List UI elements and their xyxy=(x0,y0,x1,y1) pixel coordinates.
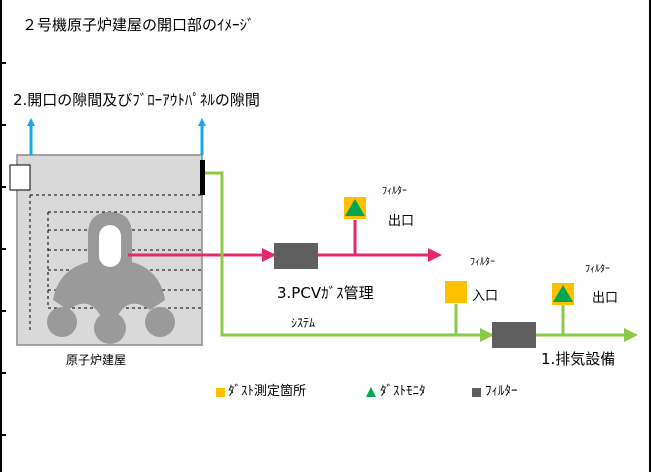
reactor-vessel xyxy=(47,212,175,344)
legend-filter-icon xyxy=(472,388,481,397)
opening-left xyxy=(9,164,31,191)
gap-label: 2.開口の隙間及びﾌﾞﾛｰｱｳﾄﾊﾟﾈﾙの隙間 xyxy=(13,91,260,109)
dust-monitor-triangle-icon xyxy=(345,199,365,216)
vessel-core xyxy=(99,225,121,267)
legend-dust-monitor: ﾀﾞｽﾄﾓﾆﾀ xyxy=(380,384,426,399)
exhaust-arrowhead xyxy=(624,328,638,342)
frame-tick xyxy=(2,124,6,126)
frame-tick xyxy=(2,310,6,312)
frame-left-border xyxy=(0,0,2,472)
pcv-arrowhead xyxy=(262,248,276,262)
legend-triangle-icon xyxy=(366,387,376,397)
pcv-arrowhead xyxy=(428,248,442,262)
blowout-panel xyxy=(200,160,205,195)
frame-tick xyxy=(2,186,6,188)
dust-point-filter-inlet xyxy=(445,281,467,303)
building-label: 原子炉建屋 xyxy=(66,353,127,367)
exhaust-arrowhead xyxy=(480,328,494,342)
frame-right-border xyxy=(649,0,651,472)
frame-tick xyxy=(2,434,6,436)
filter-outlet-right-label: ﾌｨﾙﾀｰ xyxy=(585,264,610,275)
legend-square-icon xyxy=(216,388,225,397)
filter-inlet-label: ﾌｨﾙﾀｰ xyxy=(470,257,495,268)
filter-outlet-top-label: ﾌｨﾙﾀｰ xyxy=(382,186,407,197)
filter-inlet-sub: 入口 xyxy=(472,289,499,304)
exhaust-line-in xyxy=(205,171,492,337)
legend-filter: ﾌｨﾙﾀｰ xyxy=(485,384,518,399)
exhaust-filter xyxy=(492,322,536,348)
exhaust-label: 1.排気設備 xyxy=(541,350,616,368)
filter-outlet-top-sub: 出口 xyxy=(388,214,415,229)
pcv-system-label: 3.PCVｶﾞｽ管理 xyxy=(277,284,374,302)
page-title: ２号機原子炉建屋の開口部のｲﾒｰｼﾞ xyxy=(22,16,255,34)
frame-tick xyxy=(2,372,6,374)
frame-tick xyxy=(2,62,6,64)
filter-outlet-right-sub: 出口 xyxy=(592,291,619,306)
pcv-filter xyxy=(274,243,318,269)
frame-tick xyxy=(2,248,6,250)
dust-monitor-triangle-icon xyxy=(553,285,573,302)
legend-dust-point: ﾀﾞｽﾄ測定箇所 xyxy=(228,384,307,399)
pcv-system-label-2: ｼｽﾃﾑ xyxy=(291,316,316,330)
